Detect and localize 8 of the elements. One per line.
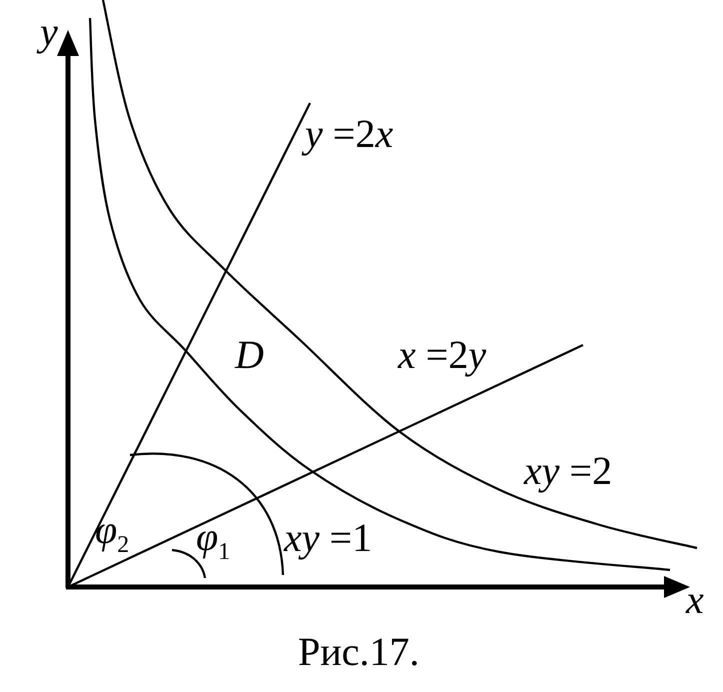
figure-caption: Рис.17.	[298, 632, 420, 672]
axis-label: x	[686, 580, 704, 620]
equation-label: xy =2	[524, 451, 612, 491]
angle-label: φ$_{2}$	[95, 510, 130, 557]
region-label: D	[235, 335, 264, 375]
angle-label: φ$_{1}$	[196, 517, 230, 564]
equation-label: x =2y	[398, 335, 486, 375]
equation-label: xy =1	[284, 518, 372, 558]
